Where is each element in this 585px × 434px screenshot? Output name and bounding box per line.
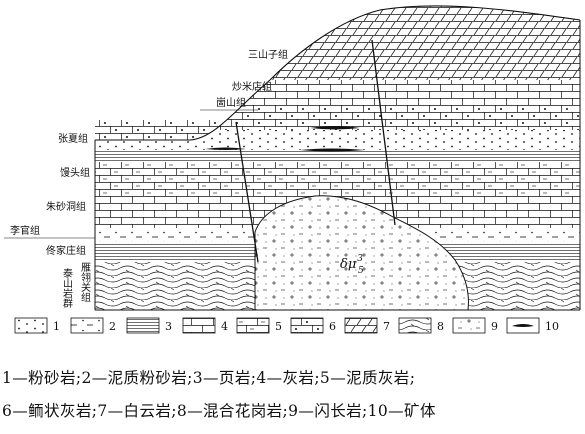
- ore-bodies: [205, 126, 365, 152]
- legend-swatch-2: [70, 317, 104, 334]
- legend-num-1: 1: [53, 320, 60, 333]
- label-zhushadong: 朱砂洞组: [46, 200, 86, 213]
- layer-chaomidian: [95, 80, 580, 108]
- legend-num-6: 6: [329, 320, 336, 333]
- fault-right: [371, 39, 396, 226]
- topographic-profile: [95, 5, 581, 141]
- layer-gushan-silt: [95, 130, 580, 150]
- legend-num-10: 10: [545, 320, 559, 333]
- legend-swatch-7: [344, 317, 378, 334]
- label-liguan: 李官组: [10, 224, 40, 237]
- layer-sanshanzi: [95, 5, 580, 80]
- label-taishan: 泰山岩群: [61, 267, 73, 309]
- legend-swatch-1: [14, 317, 48, 334]
- legend-swatch-4: [182, 317, 216, 334]
- legend-num-8: 8: [437, 320, 444, 333]
- ore-body: [310, 126, 360, 130]
- diorite-intrusion: [254, 195, 469, 311]
- label-sanshanzi: 三山子组: [248, 48, 288, 61]
- caption-line-1: 1—粉砂岩;2—泥质粉砂岩;3—页岩;4—灰岩;5—泥质灰岩;: [2, 369, 416, 387]
- label-gushan: 崮山组: [216, 96, 246, 109]
- legend-num-9: 9: [491, 320, 498, 333]
- legend-ore-symbol: [512, 324, 534, 327]
- legend-swatch-9: [452, 317, 486, 334]
- label-tongjiazhuang: 佟家庄组: [46, 244, 86, 257]
- label-zhangxia: 张夏组: [58, 132, 88, 145]
- label-yanling: 雁翎关组: [79, 262, 91, 302]
- legend-swatch-8: [398, 317, 432, 334]
- legend-swatch-5: [236, 317, 270, 334]
- layer-mantou-shale: [95, 150, 580, 162]
- fault-left: [235, 121, 259, 263]
- legend-num-3: 3: [165, 320, 172, 333]
- label-chaomidian: 炒米店组: [232, 80, 272, 93]
- legend-num-5: 5: [275, 320, 282, 333]
- legend-num-4: 4: [221, 320, 228, 333]
- legend-caption: 1—粉砂岩;2—泥质粉砂岩;3—页岩;4—灰岩;5—泥质灰岩; 6—鲕状灰岩;7…: [0, 362, 585, 428]
- ore-body: [300, 148, 365, 152]
- legend-num-2: 2: [109, 320, 116, 333]
- caption-line-2: 6—鲕状灰岩;7—白云岩;8—混合花岗岩;9—闪长岩;10—矿体: [2, 402, 436, 420]
- legend: 1 2 3 4 5 6 7 8 9 10: [14, 317, 559, 334]
- legend-num-7: 7: [383, 320, 390, 333]
- formation-labels: 三山子组 炒米店组 崮山组 张夏组 馒头组 朱砂洞组 李官组 佟家庄组 泰山岩群…: [4, 48, 288, 309]
- legend-swatch-6: [290, 317, 324, 334]
- legend-swatch-3: [126, 317, 160, 334]
- ore-body: [205, 147, 246, 150]
- layer-mantou: [95, 162, 580, 198]
- label-mantou: 馒头组: [60, 166, 90, 179]
